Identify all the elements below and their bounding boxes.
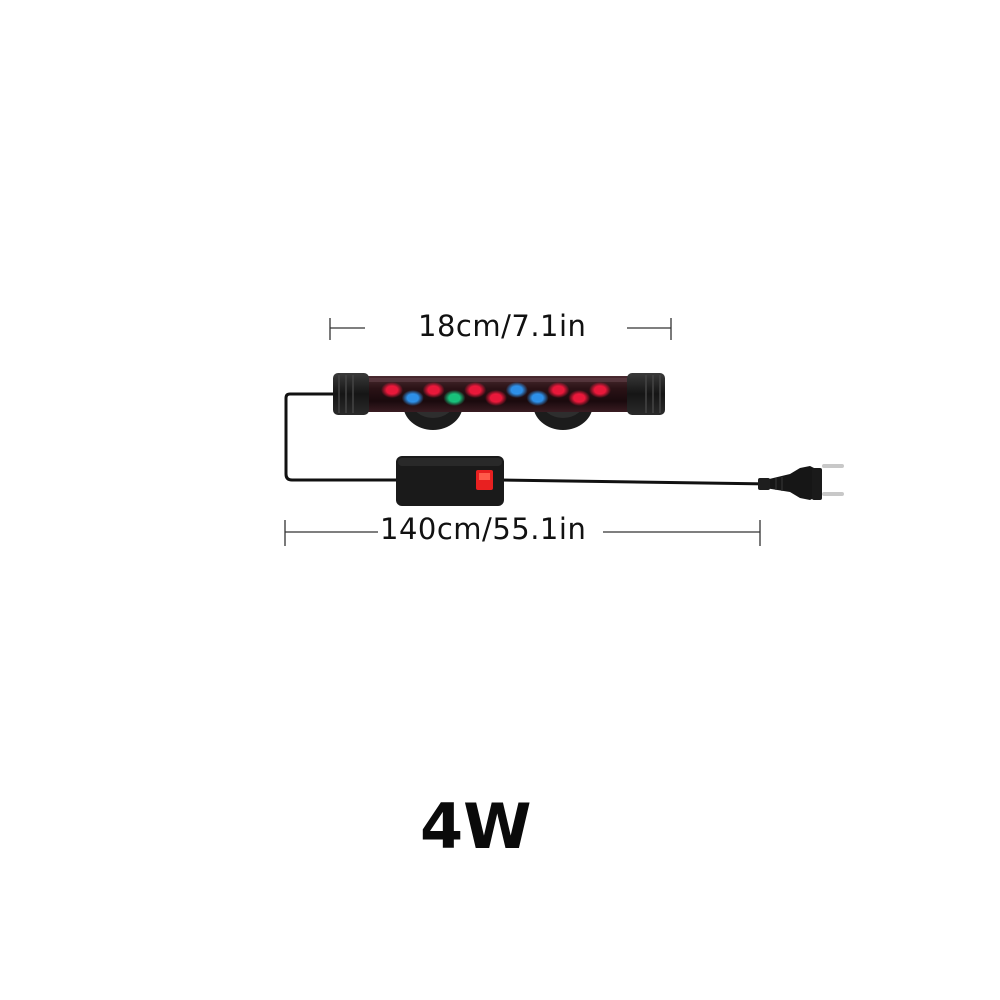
led-chip <box>511 386 522 394</box>
led-chip <box>532 394 543 402</box>
light-length-label: 18cm/7.1in <box>418 309 587 343</box>
cable-length-dimension-line <box>284 520 761 546</box>
power-cable <box>284 392 771 486</box>
led-strip <box>381 382 611 406</box>
wattage-label: 4W <box>420 790 532 863</box>
aquarium-led-light-bar-icon <box>333 373 665 415</box>
eu-plug-icon <box>758 464 844 500</box>
led-chip <box>387 386 397 394</box>
light-length-dimension-line <box>329 318 672 340</box>
led-chip <box>470 386 481 394</box>
led-chip <box>449 394 460 402</box>
led-chip <box>574 394 585 402</box>
led-chip <box>407 394 418 402</box>
inline-switch-icon <box>396 456 504 506</box>
cable-length-label: 140cm/55.1in <box>380 512 587 546</box>
led-chip <box>595 386 605 394</box>
led-chip <box>428 386 439 394</box>
led-chip <box>491 394 501 402</box>
led-chip <box>553 386 564 394</box>
